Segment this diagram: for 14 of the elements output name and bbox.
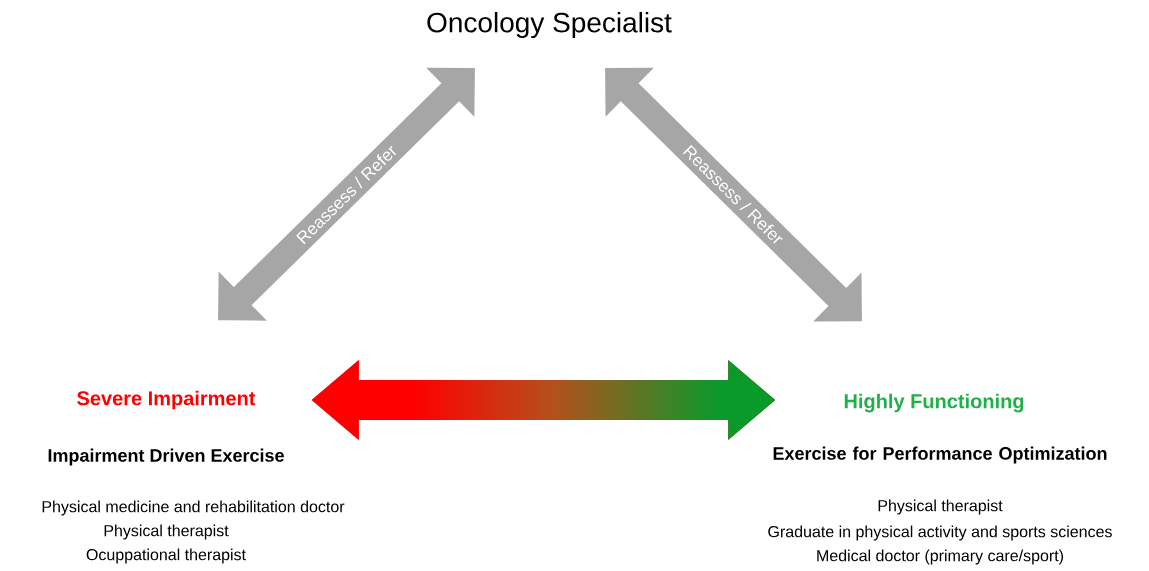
level-heading: Severe Impairment [77, 390, 256, 410]
profession-text: Medical doctor (primary care/sport) [817, 549, 1063, 565]
exercise-heading: Exercise for Performance Optimization [773, 446, 1107, 464]
gradient-double-arrow [311, 360, 776, 440]
profession-text: Physical therapist [104, 524, 229, 540]
profession-text: Ocuppational therapist [86, 548, 246, 564]
role-heading: Oncology Specialist [427, 11, 672, 39]
profession-text: Physical medicine and rehabilitation doctor [42, 500, 345, 516]
profession-text: Graduate in physical activity and sports sciences [768, 525, 1112, 541]
double-arrow [605, 67, 862, 322]
exercise-heading: Impairment Driven Exercise [48, 448, 284, 466]
level-heading: Highly Functioning [844, 393, 1024, 413]
profession-text: Physical therapist [878, 499, 1003, 515]
double-arrow [218, 67, 475, 321]
